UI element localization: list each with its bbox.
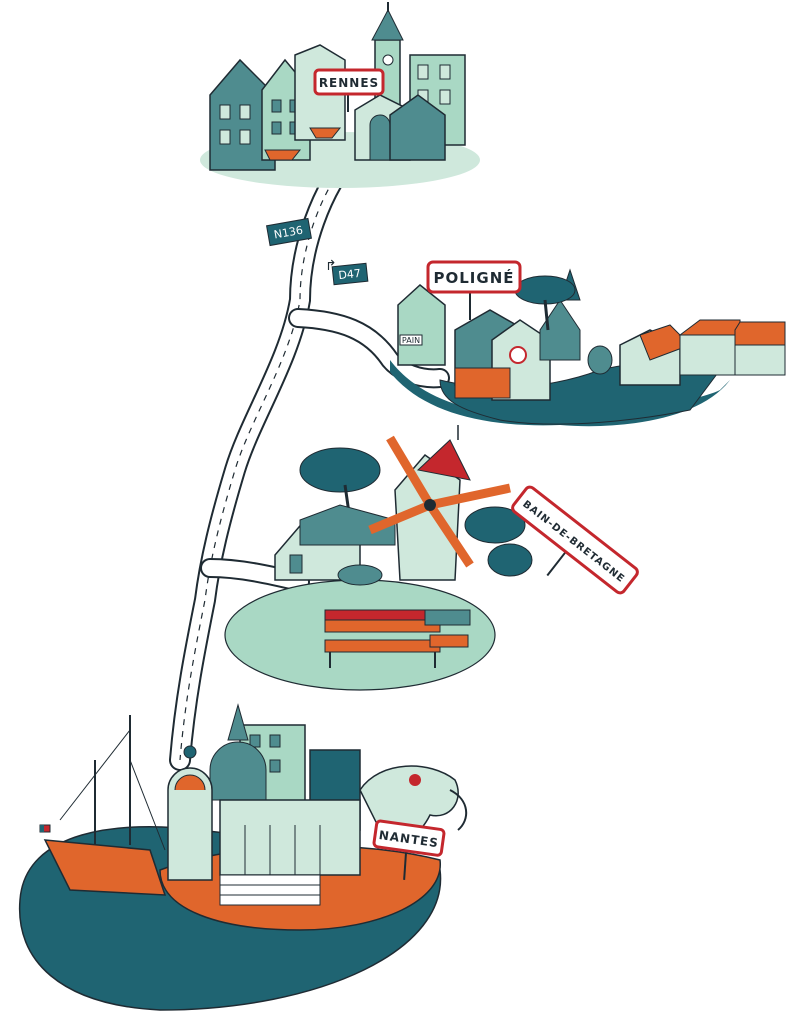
poligne-branch-road (288, 308, 450, 389)
poligne-cluster: PAIN (390, 268, 786, 427)
bain-label: BAIN-DE-BRETAGNE (520, 499, 626, 585)
pain-shop-label: PAIN (402, 336, 420, 345)
rennes-label: RENNES (319, 76, 379, 90)
main-road (169, 139, 366, 771)
n136-sign: N136 (266, 217, 312, 247)
d47-sign: ↱ D47 (325, 258, 369, 286)
bain-cluster (224, 425, 533, 691)
rennes-cluster (200, 2, 480, 188)
poligne-sign: POLIGNÉ (426, 260, 522, 320)
nantes-cluster (18, 703, 468, 1011)
turn-arrow-icon: ↱ (325, 258, 337, 274)
nantes-sign: NANTES (372, 819, 446, 880)
d47-label: D47 (338, 267, 362, 282)
n136-label: N136 (273, 224, 304, 242)
poligne-label: POLIGNÉ (434, 268, 515, 287)
rennes-sign: RENNES (313, 68, 385, 112)
